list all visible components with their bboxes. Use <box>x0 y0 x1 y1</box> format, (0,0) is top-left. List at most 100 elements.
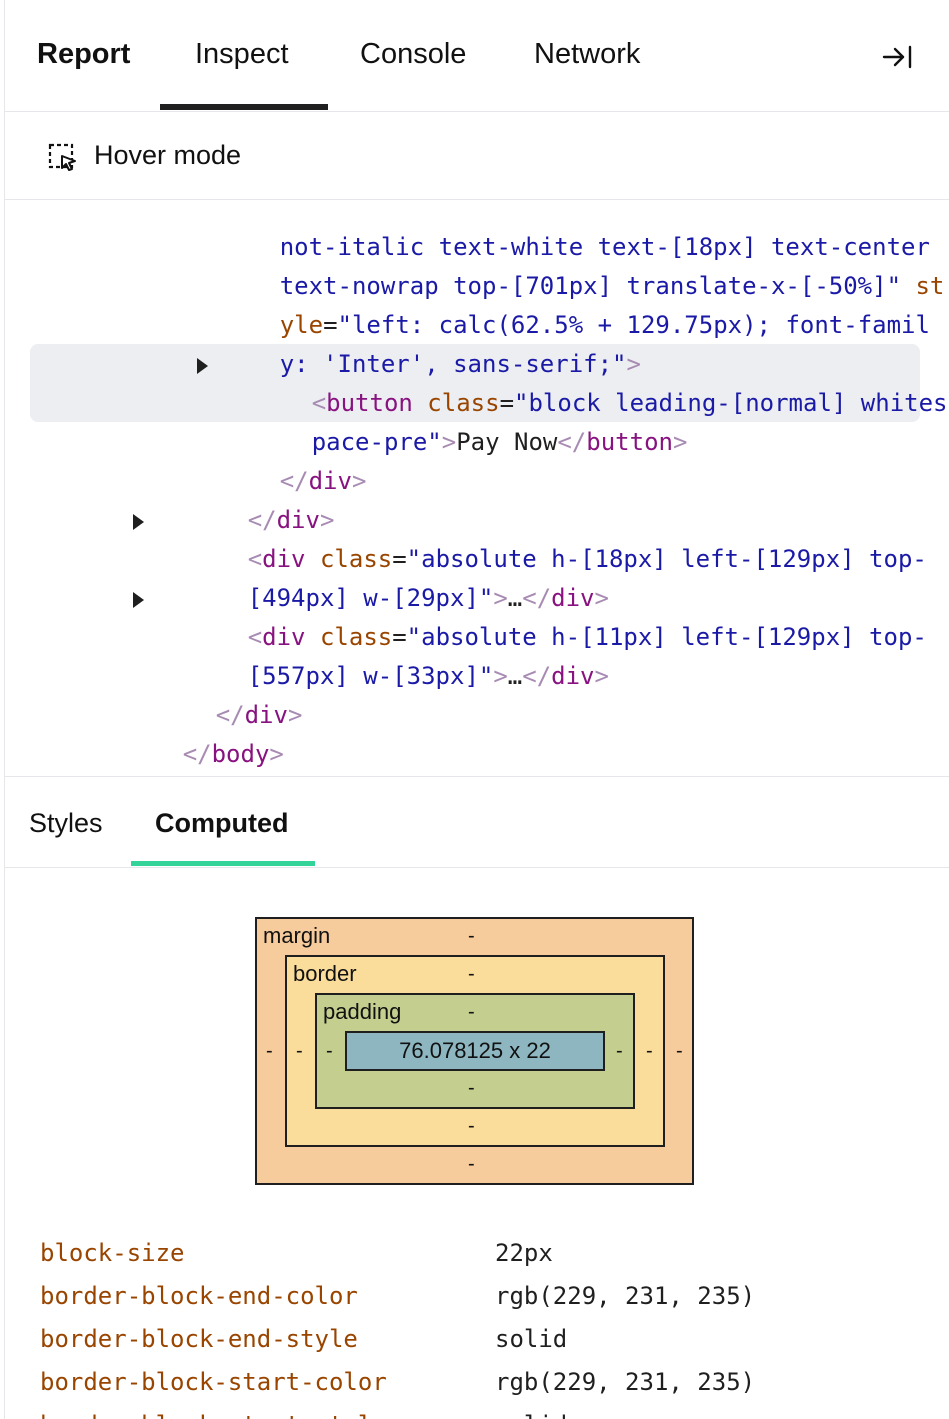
tag-name: body <box>211 740 270 768</box>
triangle-right-icon[interactable] <box>133 592 144 608</box>
dom-node-div[interactable]: <div class="absolute h-[18px] left-[129p… <box>161 501 927 573</box>
tag-bracket: </ <box>182 740 212 768</box>
equals-sign: = <box>392 623 407 651</box>
node-text: Pay Now <box>456 428 558 456</box>
property-name: border-block-start-color <box>40 1368 387 1396</box>
property-name: border-block-start-style <box>40 1404 387 1419</box>
dom-line[interactable]: text-nowrap top-[701px] translate-x-[-50… <box>193 228 945 300</box>
tag-bracket: < <box>247 623 263 651</box>
tag-bracket: > <box>672 428 688 456</box>
tag-bracket: < <box>247 545 263 573</box>
tab-console[interactable]: Console <box>360 38 467 70</box>
dom-line[interactable]: [494px] w-[29px]">…</div> <box>161 540 609 612</box>
tag-bracket: </ <box>279 467 309 495</box>
computed-property-row[interactable]: border-block-start-color rgb(229, 231, 2… <box>5 1361 949 1404</box>
border-label: border <box>293 961 357 986</box>
property-value: solid <box>495 1404 567 1419</box>
border-right-value: - <box>646 1040 653 1062</box>
attr-name: class <box>412 389 500 417</box>
dom-line[interactable]: y: 'Inter', sans-serif;"> <box>193 306 641 378</box>
tag-name: div <box>244 701 288 729</box>
tag-bracket: > <box>287 701 303 729</box>
tag-name: div <box>308 467 352 495</box>
box-model-content: 76.078125 x 22 <box>345 1031 605 1071</box>
attr-value: [557px] w-[33px]" <box>247 662 494 690</box>
attr-value: y: 'Inter', sans-serif;" <box>279 350 627 378</box>
tag-name: div <box>262 623 306 651</box>
property-name: border-block-end-color <box>40 1282 358 1310</box>
property-value: rgb(229, 231, 235) <box>495 1282 756 1310</box>
dom-line[interactable]: yle="left: calc(62.5% + 129.75px); font-… <box>193 267 930 339</box>
dom-line[interactable]: </div> <box>129 657 303 729</box>
tag-bracket: > <box>319 506 335 534</box>
computed-property-row[interactable]: border-block-end-color rgb(229, 231, 235… <box>5 1275 949 1318</box>
padding-top-value: - <box>468 1001 475 1023</box>
dom-line[interactable]: </body> <box>96 696 284 768</box>
padding-right-value: - <box>616 1040 623 1062</box>
dom-line[interactable]: [557px] w-[33px]">…</div> <box>161 618 609 690</box>
collapsed-ellipsis[interactable]: … <box>507 584 523 612</box>
computed-property-row[interactable]: border-block-end-style solid <box>5 1318 949 1361</box>
tag-name: div <box>551 662 595 690</box>
dom-line[interactable]: pace-pre">Pay Now</button> <box>225 384 688 456</box>
tag-bracket: > <box>594 584 609 612</box>
triangle-right-icon[interactable] <box>133 514 144 530</box>
tab-inspect[interactable]: Inspect <box>195 38 289 70</box>
tag-name: div <box>276 506 320 534</box>
collapsed-ellipsis[interactable]: … <box>507 662 523 690</box>
tab-network[interactable]: Network <box>534 38 641 70</box>
dom-line[interactable]: not-italic text-white text-[18px] text-c… <box>193 200 930 261</box>
dom-node-button[interactable]: <button class="block leading-[normal] wh… <box>225 345 948 417</box>
tag-bracket: < <box>311 389 327 417</box>
tag-bracket: > <box>269 740 284 768</box>
tag-bracket: > <box>594 662 609 690</box>
panel-collapse-right-icon[interactable] <box>881 42 915 72</box>
equals-sign: = <box>499 389 515 417</box>
triangle-right-icon[interactable] <box>197 358 208 374</box>
tag-bracket: </ <box>522 662 552 690</box>
tag-bracket: </ <box>522 584 552 612</box>
tab-styles[interactable]: Styles <box>29 808 103 838</box>
tag-name: div <box>262 545 306 573</box>
content-size: 76.078125 x 22 <box>399 1038 551 1063</box>
dom-line[interactable]: </div> <box>193 423 367 495</box>
hover-select-icon <box>47 142 79 174</box>
attr-value: pace-pre" <box>311 428 442 456</box>
property-value: rgb(229, 231, 235) <box>495 1368 756 1396</box>
dom-tree[interactable]: not-italic text-white text-[18px] text-c… <box>5 200 949 777</box>
tag-name: button <box>326 389 413 417</box>
attr-value: "block leading-[normal] whites <box>514 389 948 417</box>
margin-bottom-value: - <box>468 1153 475 1175</box>
equals-sign: = <box>323 311 338 339</box>
property-value: solid <box>495 1325 568 1353</box>
margin-left-value: - <box>266 1040 273 1062</box>
attr-value: text-nowrap top-[701px] translate-x-[-50… <box>279 272 902 300</box>
attr-value: not-italic text-white text-[18px] text-c… <box>279 233 930 261</box>
attr-name: st <box>901 272 945 300</box>
attr-name: yle <box>279 311 324 339</box>
tab-computed[interactable]: Computed <box>155 808 289 838</box>
tag-name: div <box>551 584 595 612</box>
equals-sign: = <box>392 545 407 573</box>
tag-bracket: </ <box>557 428 587 456</box>
computed-property-row[interactable]: border-block-start-style solid <box>5 1404 949 1419</box>
hover-mode-toggle[interactable]: Hover mode <box>5 112 949 200</box>
active-tab-indicator <box>160 104 328 110</box>
margin-top-value: - <box>468 925 475 947</box>
attr-name: class <box>305 623 393 651</box>
padding-left-value: - <box>326 1040 333 1062</box>
property-name: border-block-end-style <box>40 1325 358 1353</box>
dom-line[interactable]: <e6c643669-d590-4aec-8c4a-76be439346e1> <box>62 735 712 774</box>
margin-label: margin <box>263 923 331 948</box>
attr-name: class <box>305 545 393 573</box>
border-left-value: - <box>296 1040 303 1062</box>
dom-node-div[interactable]: <div class="absolute h-[11px] left-[129p… <box>161 579 927 651</box>
tag-bracket: > <box>351 467 367 495</box>
tab-report[interactable]: Report <box>37 38 131 70</box>
dom-line[interactable]: </ div> <box>161 462 335 534</box>
attr-value: [494px] w-[29px]" <box>247 584 494 612</box>
tag-bracket: > <box>441 428 457 456</box>
padding-bottom-value: - <box>468 1077 475 1099</box>
attr-value: "absolute h-[18px] left-[129px] top- <box>406 545 927 573</box>
computed-property-row[interactable]: block-size 22px <box>5 1232 949 1275</box>
